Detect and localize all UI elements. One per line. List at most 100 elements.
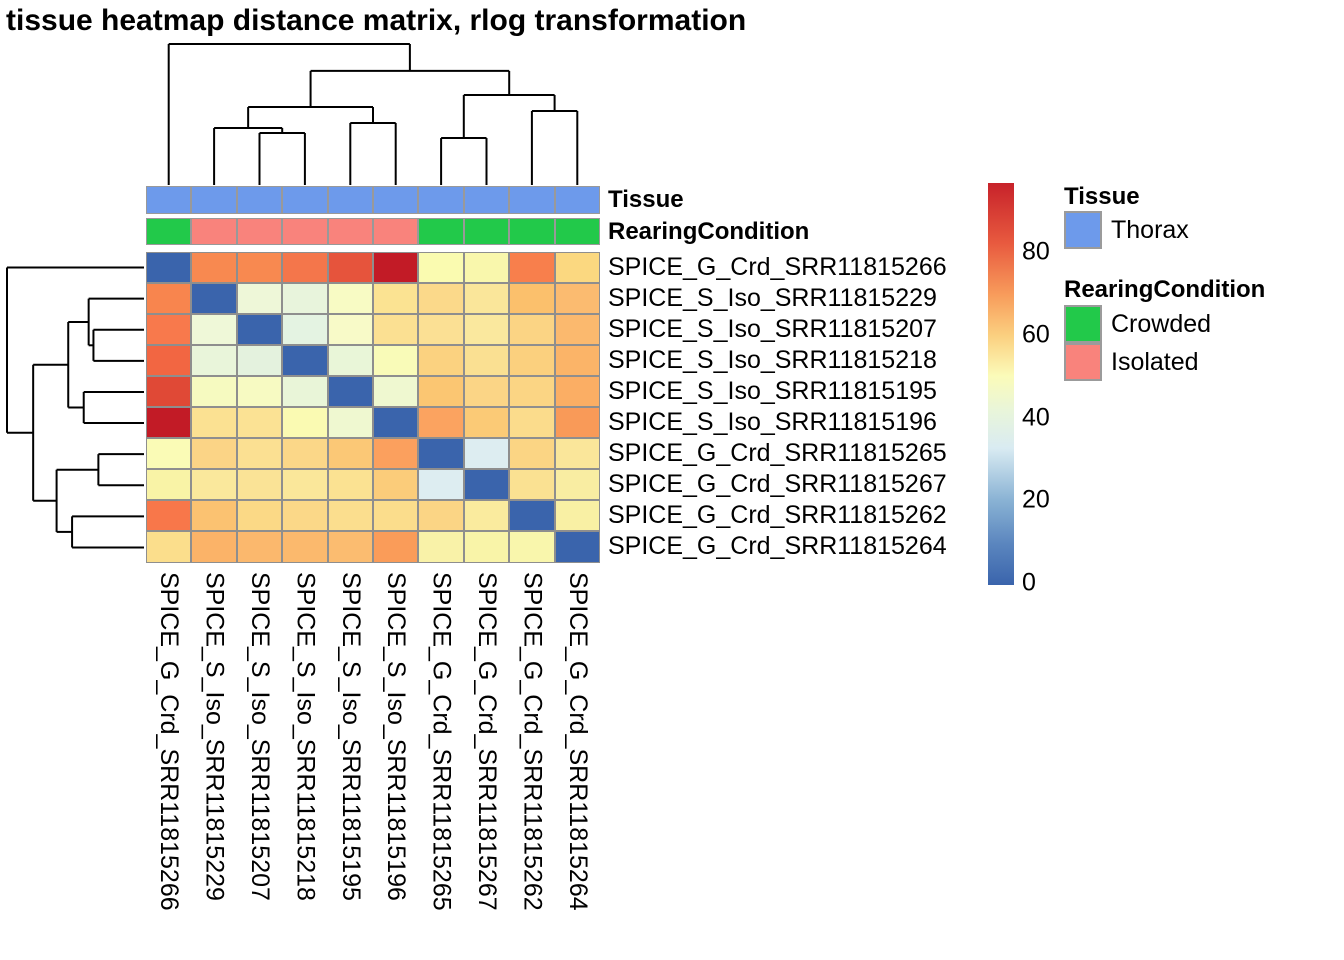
- heatmap-cell: [146, 531, 192, 563]
- heatmap-cell: [236, 531, 283, 563]
- heatmap-cell: [191, 469, 237, 501]
- row-label: SPICE_G_Crd_SRR11815264: [608, 532, 947, 561]
- annotation-cell: [509, 186, 555, 214]
- row-label: SPICE_G_Crd_SRR11815265: [608, 439, 947, 468]
- heatmap-cell: [146, 469, 192, 501]
- heatmap-cell: [146, 251, 192, 283]
- heatmap-cell: [373, 313, 419, 345]
- heatmap-cell: [236, 344, 283, 376]
- heatmap-cell: [146, 282, 192, 314]
- heatmap-cell: [509, 251, 555, 283]
- heatmap-cell: [236, 251, 283, 283]
- heatmap-cell: [509, 375, 555, 407]
- heatmap-cell: [373, 407, 419, 439]
- heatmap-cell: [191, 313, 237, 345]
- row-label: SPICE_S_Iso_SRR11815195: [608, 376, 937, 405]
- heatmap-cell: [509, 500, 555, 532]
- heatmap-cell: [146, 375, 192, 407]
- heatmap-cell: [236, 375, 283, 407]
- heatmap-cell: [373, 469, 419, 501]
- heatmap-cell: [373, 375, 419, 407]
- heatmap-cell: [282, 500, 328, 532]
- legend-rearing-title: RearingCondition: [1064, 276, 1266, 303]
- annotation-cell: [191, 186, 237, 214]
- crowded-color-swatch: [1064, 305, 1102, 343]
- heatmap-cell: [282, 251, 328, 283]
- heatmap-cell: [146, 438, 192, 470]
- heatmap-cell: [463, 344, 510, 376]
- annotation-cell: [282, 217, 328, 245]
- heatmap-cell: [146, 344, 192, 376]
- rearing-annotation-bar: [146, 217, 600, 245]
- heatmap-cell: [418, 375, 464, 407]
- heatmap-cell: [327, 313, 373, 345]
- legend-item-label: Thorax: [1111, 215, 1189, 244]
- heatmap-cell: [463, 500, 510, 532]
- column-dendrogram: [167, 43, 579, 185]
- heatmap-cell: [236, 469, 283, 501]
- heatmap-cell: [236, 282, 283, 314]
- heatmap-cell: [373, 500, 419, 532]
- annotation-cell: [146, 217, 192, 245]
- heatmap-cell: [191, 282, 237, 314]
- col-label: SPICE_S_Iso_SRR11815195: [336, 572, 365, 901]
- figure-title: tissue heatmap distance matrix, rlog tra…: [6, 4, 747, 37]
- annotation-cell: [554, 217, 600, 245]
- col-label: SPICE_S_Iso_SRR11815229: [200, 572, 229, 901]
- col-label: SPICE_S_Iso_SRR11815218: [291, 572, 320, 901]
- heatmap-cell: [463, 282, 510, 314]
- heatmap-cell: [146, 407, 192, 439]
- col-label: SPICE_S_Iso_SRR11815207: [245, 572, 274, 901]
- heatmap-cell: [282, 531, 328, 563]
- row-label: SPICE_S_Iso_SRR11815229: [608, 283, 937, 312]
- heatmap-cell: [509, 407, 555, 439]
- heatmap-cell: [327, 344, 373, 376]
- heatmap-cell: [327, 375, 373, 407]
- heatmap-cell: [191, 531, 237, 563]
- heatmap-cell: [236, 313, 283, 345]
- heatmap-cell: [282, 313, 328, 345]
- heatmap-cell: [327, 407, 373, 439]
- legend: Tissue Thorax RearingCondition Crowded I…: [1064, 183, 1334, 403]
- heatmap-cell: [418, 531, 464, 563]
- col-label: SPICE_G_Crd_SRR11815262: [518, 572, 547, 911]
- heatmap-cell: [463, 407, 510, 439]
- color-scale-tick-label: 0: [1022, 568, 1036, 597]
- annotation-cell: [418, 217, 464, 245]
- heatmap-cell: [282, 469, 328, 501]
- heatmap-cell: [418, 438, 464, 470]
- row-label: SPICE_G_Crd_SRR11815262: [608, 501, 947, 530]
- heatmap-cell: [327, 251, 373, 283]
- heatmap-cell: [463, 375, 510, 407]
- heatmap-cell: [418, 407, 464, 439]
- heatmap-cell: [554, 531, 600, 563]
- row-label: SPICE_G_Crd_SRR11815267: [608, 470, 947, 499]
- heatmap-cell: [191, 438, 237, 470]
- heatmap-cell: [282, 375, 328, 407]
- heatmap-cell: [554, 407, 600, 439]
- heatmap-cell: [554, 438, 600, 470]
- heatmap-cell: [282, 282, 328, 314]
- heatmap-cell: [282, 438, 328, 470]
- heatmap-cell: [418, 344, 464, 376]
- heatmap-cell: [146, 500, 192, 532]
- col-label: SPICE_G_Crd_SRR11815264: [563, 572, 592, 911]
- row-label: SPICE_G_Crd_SRR11815266: [608, 252, 947, 281]
- heatmap-cell: [373, 282, 419, 314]
- heatmap-cell: [236, 438, 283, 470]
- legend-item-label: Isolated: [1111, 347, 1199, 376]
- row-label: SPICE_S_Iso_SRR11815196: [608, 408, 937, 436]
- heatmap-cell: [236, 407, 283, 439]
- heatmap-cell: [554, 313, 600, 345]
- legend-item-thorax: Thorax: [1064, 211, 1189, 249]
- heatmap-cell: [463, 313, 510, 345]
- heatmap-cell: [509, 531, 555, 563]
- col-label: SPICE_S_Iso_SRR11815196: [382, 572, 411, 901]
- annotation-cell: [373, 217, 419, 245]
- annotation-cell: [327, 186, 373, 214]
- annotation-cell: [191, 217, 237, 245]
